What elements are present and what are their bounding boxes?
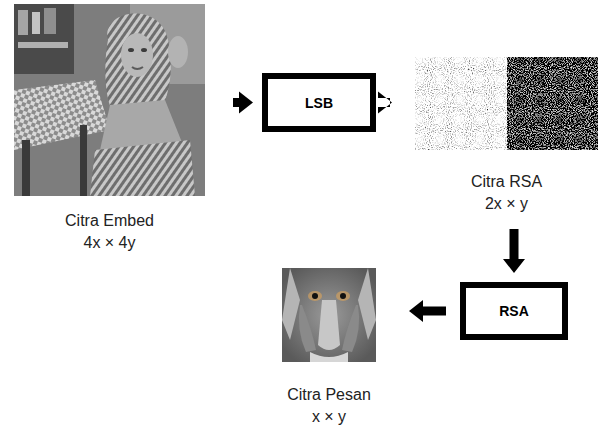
process-box: RSA <box>460 282 568 340</box>
message-picture <box>282 268 376 362</box>
embed-picture <box>14 4 205 196</box>
rsa-picture <box>415 57 598 150</box>
flow-arrow <box>503 229 525 273</box>
image-size: 4x × 4y <box>0 232 219 254</box>
box-label: LSB <box>305 95 333 111</box>
flow-arrow <box>233 92 253 114</box>
image-size: 2x × y <box>401 193 603 215</box>
image-node: Citra Embed4x × 4y <box>0 4 219 254</box>
flow-arrow <box>409 300 446 322</box>
image-size: x × y <box>258 406 400 428</box>
process-box: LSB <box>262 73 376 132</box>
box-label: RSA <box>499 303 529 319</box>
image-node: Citra Pesanx × y <box>258 268 400 428</box>
flow-arrow <box>378 92 392 114</box>
image-caption: Citra Embed <box>0 210 219 232</box>
image-caption: Citra RSA <box>401 171 603 193</box>
image-caption: Citra Pesan <box>258 384 400 406</box>
image-node: Citra RSA2x × y <box>401 57 603 215</box>
